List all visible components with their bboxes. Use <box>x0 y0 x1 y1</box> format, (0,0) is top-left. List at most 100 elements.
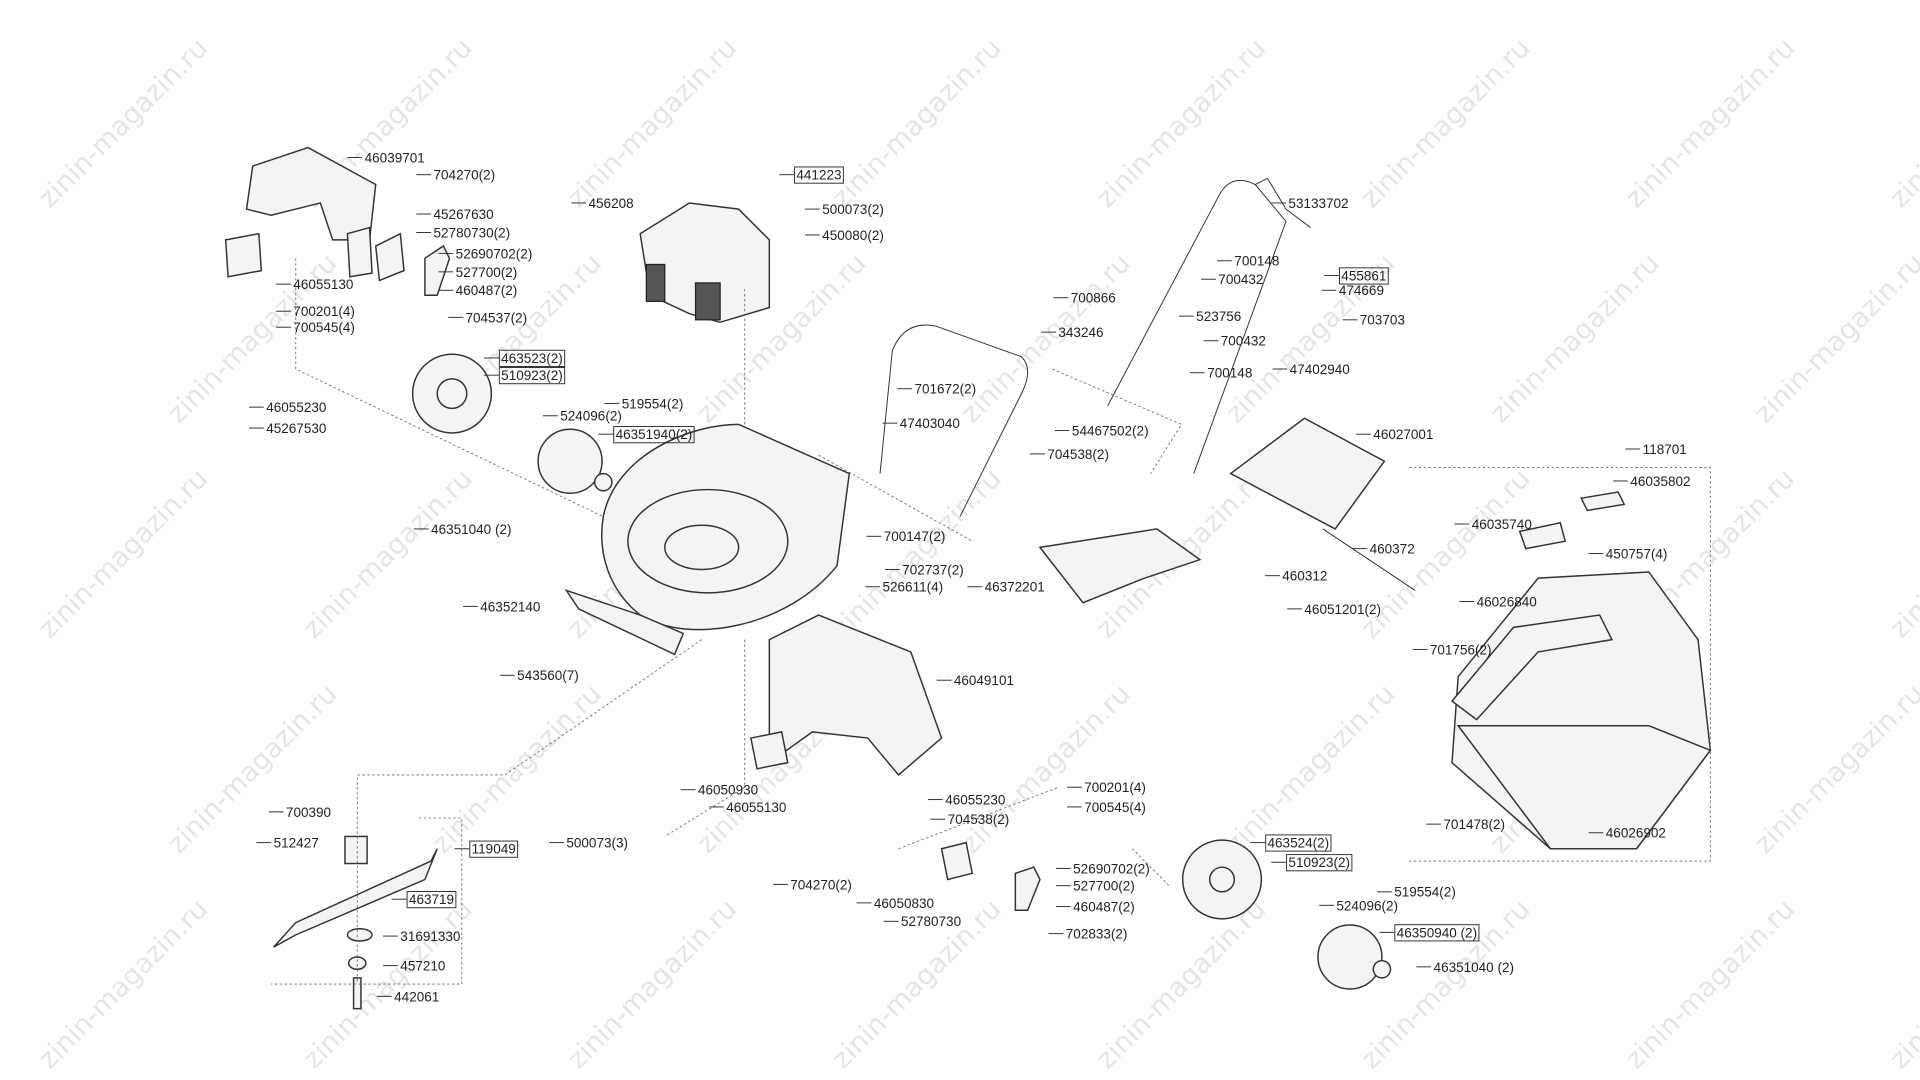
part-number-label: 700432 <box>1218 272 1263 287</box>
part-number-label: 704538(2) <box>1047 447 1109 462</box>
part-number-label: 700545(4) <box>1084 800 1146 815</box>
rod-part <box>1322 528 1416 591</box>
watermark-text: zinin-magazin.ru <box>1355 33 1536 214</box>
highlight-box <box>498 366 566 385</box>
part-number-label: 704270(2) <box>434 168 496 183</box>
watermark-text: zinin-magazin.ru <box>33 463 214 644</box>
part-labels: 46039701704270(2)4526763052780730(2)5269… <box>249 150 1691 1004</box>
part-number-label: 46352140 <box>480 599 540 614</box>
watermark-text: zinin-magazin.ru <box>955 678 1136 859</box>
part-number-label: 118701 <box>1643 442 1687 457</box>
part-number-label: 441223 <box>796 168 841 183</box>
part-number-label: 46372201 <box>985 580 1045 595</box>
part-number-label: 45267630 <box>434 207 494 222</box>
part-number-label: 524096(2) <box>1336 898 1398 913</box>
part-number-label: 700432 <box>1221 334 1266 349</box>
blade-part <box>273 848 438 948</box>
part-number-label: 46351940(2) <box>616 427 693 442</box>
part-number-label: 500073(2) <box>822 202 884 217</box>
watermark-text: zinin-magazin.ru <box>33 33 214 214</box>
mulch-plug-part <box>1038 528 1202 604</box>
part-number-label: 524096(2) <box>560 409 622 424</box>
bracket-left-part <box>224 232 263 278</box>
part-number-label: 510923(2) <box>501 368 563 383</box>
part-number-label: 700390 <box>286 805 331 820</box>
part-number-label: 46026840 <box>1477 594 1537 609</box>
highlight-box <box>469 840 519 858</box>
part-number-label: 463524(2) <box>1268 836 1330 851</box>
part-number-label: 460312 <box>1282 569 1327 584</box>
deck-hub <box>664 524 740 571</box>
watermark-text: zinin-magazin.ru <box>1484 248 1665 429</box>
part-number-label: 700201(4) <box>293 304 355 319</box>
part-number-label: 456208 <box>589 196 634 211</box>
part-number-label: 119049 <box>472 842 516 857</box>
watermark-text: zinin-magazin.ru <box>1355 894 1536 1075</box>
watermark-text: zinin-magazin.ru <box>1091 894 1272 1075</box>
part-number-label: 463719 <box>409 892 454 907</box>
part-number-label: 700866 <box>1071 291 1116 306</box>
part-number-label: 47403040 <box>900 416 960 431</box>
highlight-box <box>1286 854 1353 872</box>
bolt-part <box>352 977 362 1010</box>
bracket-part <box>374 232 405 282</box>
watermark-text: zinin-magazin.ru <box>426 678 607 859</box>
part-number-label: 702737(2) <box>902 562 964 577</box>
part-number-label: 31691330 <box>400 929 460 944</box>
watermark-text: zinin-magazin.ru <box>1749 248 1920 429</box>
part-number-label: 442061 <box>394 989 439 1004</box>
hubcap-part <box>1317 924 1383 990</box>
part-number-label: 510923(2) <box>1288 855 1350 870</box>
bracket-part <box>750 731 789 770</box>
watermark-text: zinin-magazin.ru <box>162 678 343 859</box>
part-number-label: 46050930 <box>698 783 758 798</box>
washer-part <box>346 927 373 942</box>
grass-bag-basket <box>1456 725 1712 850</box>
watermark-text: zinin-magazin.ru <box>1884 894 1920 1075</box>
watermark-text: zinin-magazin.ru <box>33 894 214 1075</box>
watermark-text: zinin-magazin.ru <box>562 894 743 1075</box>
watermark-text: zinin-magazin.ru <box>826 33 1007 214</box>
part-number-label: 704270(2) <box>790 877 852 892</box>
part-number-label: 523756 <box>1196 309 1241 324</box>
part-number-label: 45267530 <box>266 421 326 436</box>
part-number-label: 463523(2) <box>501 351 563 366</box>
part-number-label: 460487(2) <box>1073 899 1135 914</box>
part-number-label: 701478(2) <box>1443 817 1505 832</box>
highlight-box <box>1265 834 1332 852</box>
parts-drawing <box>224 146 1712 1010</box>
part-number-label: 704537(2) <box>466 310 528 325</box>
part-number-label: 702833(2) <box>1066 927 1128 942</box>
highlight-box <box>613 426 695 444</box>
hubcap-part <box>537 428 603 494</box>
highlight-box <box>1338 267 1389 285</box>
part-number-label: 704538(2) <box>948 812 1010 827</box>
part-number-label: 450080(2) <box>822 228 884 243</box>
upper-handle-part <box>1107 179 1287 474</box>
part-number-label: 474669 <box>1339 283 1384 298</box>
watermark-text: zinin-magazin.ru <box>1220 678 1401 859</box>
watermark-text: zinin-magazin.ru <box>1884 33 1920 214</box>
part-number-label: 46026902 <box>1606 826 1666 841</box>
watermark-text: zinin-magazin.ru <box>1749 678 1920 859</box>
highlight-box <box>1394 924 1480 942</box>
lower-handle-part <box>879 324 1029 517</box>
watermark-text: zinin-magazin.ru <box>826 463 1007 644</box>
part-number-label: 700201(4) <box>1084 780 1146 795</box>
part-number-label: 700148 <box>1207 366 1252 381</box>
bag-handle-part <box>1450 614 1614 721</box>
part-number-label: 457210 <box>400 959 445 974</box>
part-number-label: 46039701 <box>365 150 425 165</box>
part-number-label: 500073(3) <box>566 836 628 851</box>
part-number-label: 52690702(2) <box>1073 861 1150 876</box>
part-number-label: 526611(4) <box>883 580 944 595</box>
part-number-label: 46055230 <box>945 792 1005 807</box>
watermark-text: zinin-magazin.ru <box>1091 33 1272 214</box>
part-number-label: 52690702(2) <box>456 246 533 261</box>
cable-part <box>1254 177 1311 228</box>
wheel-hub <box>1208 866 1236 893</box>
part-number-label: 701756(2) <box>1430 642 1492 657</box>
cap-part <box>1372 959 1392 979</box>
part-number-label: 519554(2) <box>622 396 684 411</box>
